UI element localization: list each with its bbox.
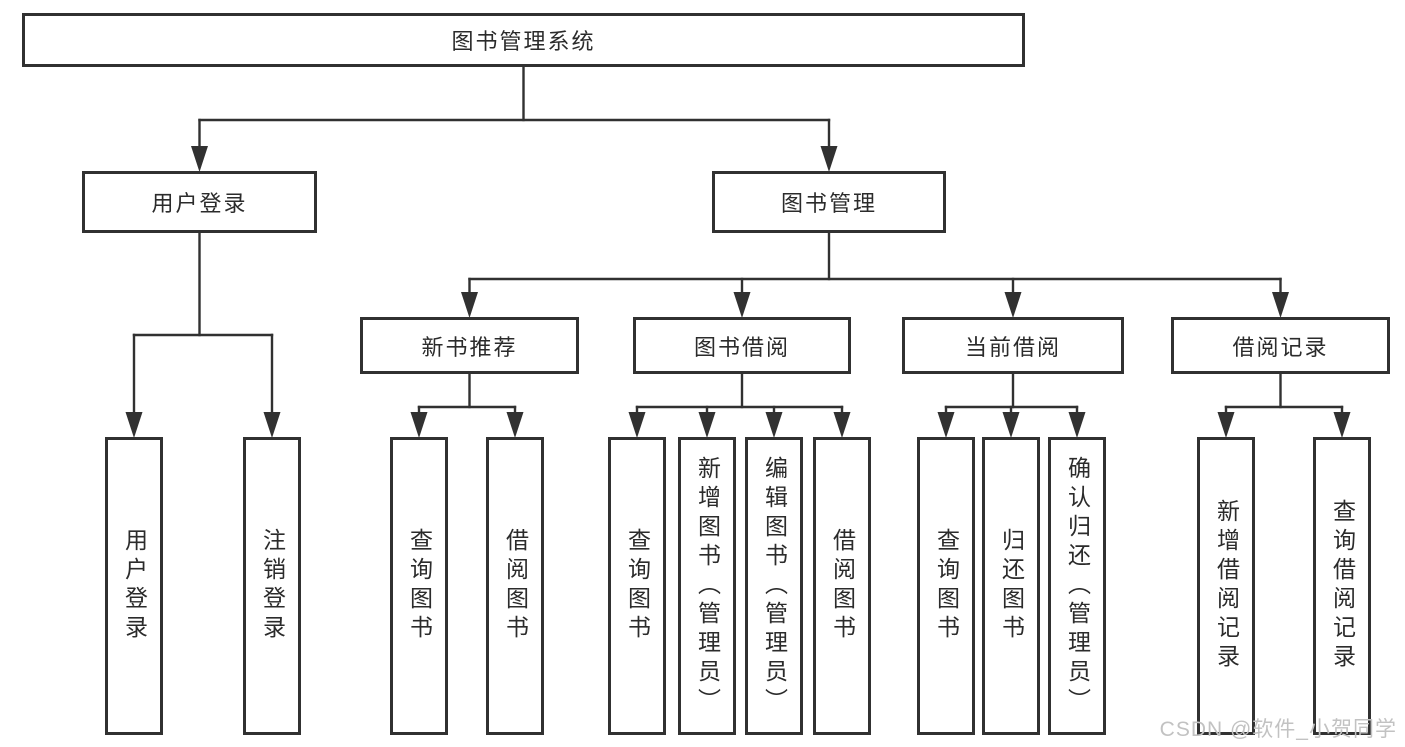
node-q3: 查询图书 (917, 437, 975, 735)
node-root: 图书管理系统 (22, 13, 1025, 67)
node-label: 用户登录 (151, 191, 248, 216)
node-label: 新增图书（管理员） (694, 455, 721, 717)
node-retbook: 归还图书 (982, 437, 1040, 735)
node-label: 归还图书 (998, 528, 1025, 644)
node-logout: 注销登录 (243, 437, 301, 735)
node-newrec: 新书推荐 (360, 317, 579, 374)
node-label: 借阅图书 (502, 528, 529, 644)
node-label: 编辑图书（管理员） (761, 455, 788, 717)
node-addrec: 新增借阅记录 (1197, 437, 1255, 735)
node-q1: 查询图书 (390, 437, 448, 735)
node-label: 新增借阅记录 (1213, 499, 1240, 673)
watermark: CSDN @软件_小贺同学 (1159, 718, 1397, 741)
node-label: 借阅图书 (829, 528, 856, 644)
node-label: 用户登录 (121, 528, 148, 644)
node-borrow: 图书借阅 (633, 317, 851, 374)
node-label: 查询图书 (406, 528, 433, 644)
node-label: 注销登录 (259, 528, 286, 644)
node-addbook: 新增图书（管理员） (678, 437, 736, 735)
node-label: 当前借阅 (964, 334, 1061, 360)
node-label: 图书借阅 (693, 334, 790, 360)
node-qrec: 查询借阅记录 (1313, 437, 1371, 735)
node-label: 查询图书 (624, 528, 651, 644)
node-label: 新书推荐 (421, 334, 518, 360)
node-uleaf: 用户登录 (105, 437, 163, 735)
node-label: 查询借阅记录 (1329, 499, 1356, 673)
node-label: 确认归还（管理员） (1064, 455, 1091, 717)
node-current: 当前借阅 (902, 317, 1124, 374)
node-q2: 查询图书 (608, 437, 666, 735)
node-label: 查询图书 (933, 528, 960, 644)
node-editbook: 编辑图书（管理员） (745, 437, 803, 735)
node-label: 图书管理 (780, 191, 877, 216)
node-label: 图书管理系统 (451, 29, 596, 54)
node-label: 借阅记录 (1232, 334, 1329, 360)
node-mgmt: 图书管理 (712, 171, 946, 233)
node-records: 借阅记录 (1171, 317, 1390, 374)
node-confirm: 确认归还（管理员） (1048, 437, 1106, 735)
node-login: 用户登录 (82, 171, 317, 233)
node-b1: 借阅图书 (486, 437, 544, 735)
node-b2: 借阅图书 (813, 437, 871, 735)
